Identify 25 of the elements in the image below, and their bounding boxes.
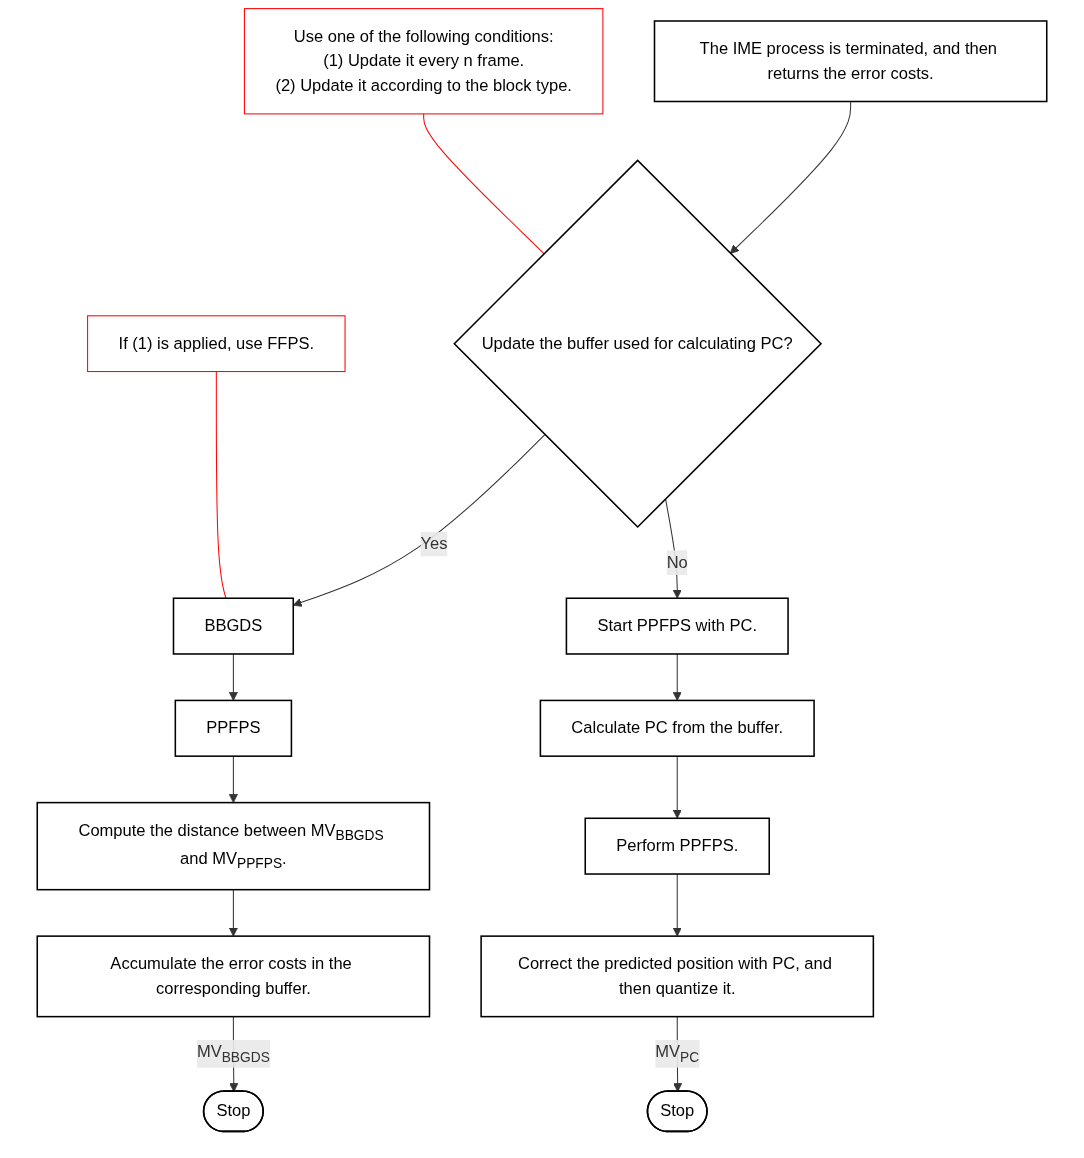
connector [423,113,545,255]
edge-label: Yes [420,534,448,553]
edge-label: No [666,553,688,571]
arrow [729,101,852,254]
arrow [228,889,238,937]
arrow [672,653,682,701]
node-box: BBGDS [172,597,295,655]
node-box: Compute the distance between MV$_{BBGDS}$ and MV$_{PPFPS}$. [36,801,431,891]
node-box: Start PPFPS with PC. [565,597,789,655]
node-box: If (1) is applied, use FFPS. [87,315,346,373]
edge-label: MV$_{BBGDS}$ [196,1042,270,1065]
node-box: Calculate PC from the buffer. [539,699,815,757]
node-box: Accumulate the error costs in the corresponding buffer. [36,935,431,1018]
edge-label: MV$_{PC}$ [655,1042,700,1065]
node-box: Perform PPFPS. [584,817,770,875]
arrow [672,755,682,819]
node-diamond: Update the buffer used for calculating PC? [453,159,823,529]
node-box: The IME process is terminated, and then returns the error costs. [653,20,1048,103]
arrow [672,873,682,937]
arrow [228,653,238,701]
arrow [228,755,238,804]
node-box: PPFPS [174,699,293,757]
connector [215,371,227,599]
node-box: Use one of the following conditions: (1) Update it every n frame. (2) Update it according to the block type. [243,8,604,115]
node-box: Correct the predicted position with PC, and then quantize it. [480,935,875,1018]
